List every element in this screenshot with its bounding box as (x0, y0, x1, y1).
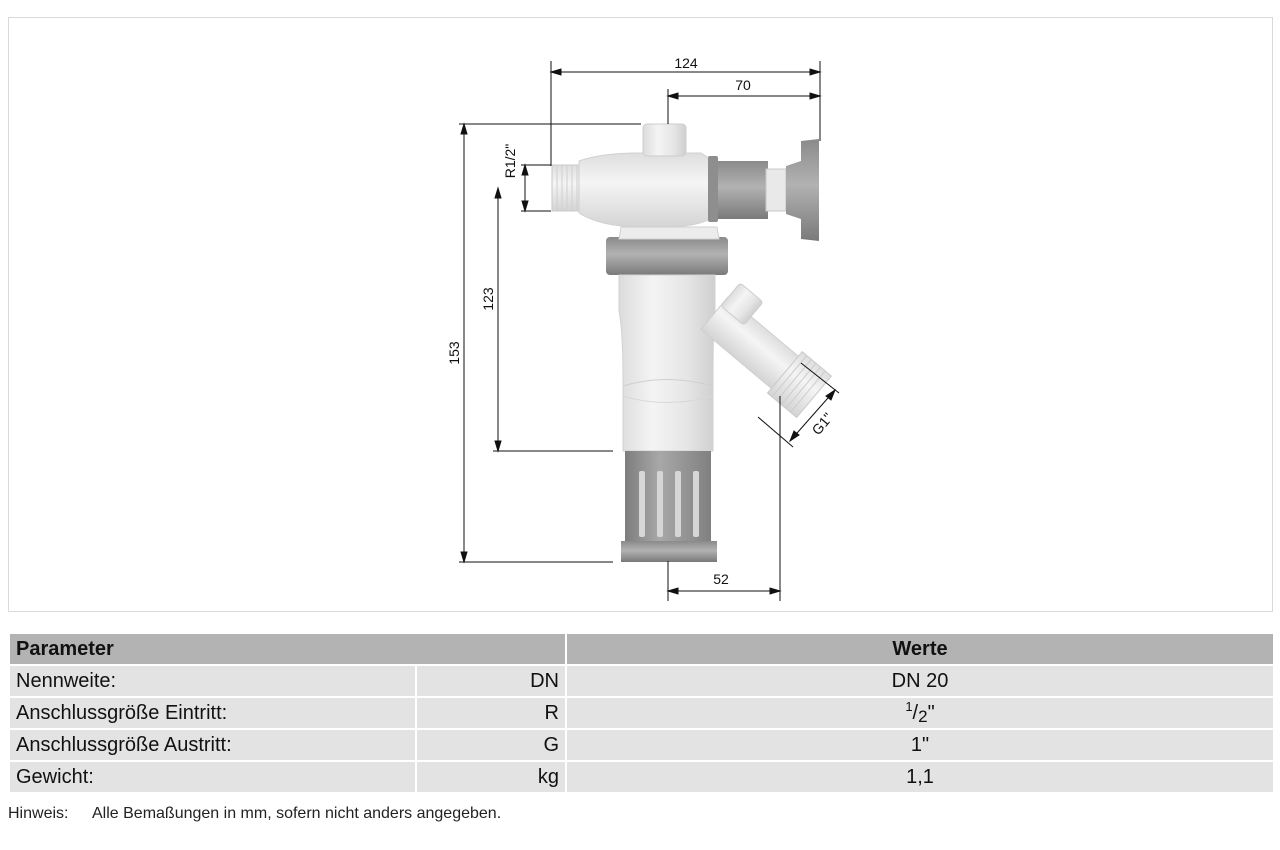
row-value: 1,1 (565, 760, 1275, 794)
dim-handle-width: 70 (735, 77, 751, 93)
dim-overall-width: 124 (674, 55, 698, 71)
row-value: 1" (565, 728, 1275, 762)
table-row: Gewicht: kg 1,1 (8, 760, 1275, 794)
footnote-text: Alle Bemaßungen in mm, sofern nicht ande… (92, 805, 502, 822)
header-parameter: Parameter (8, 632, 567, 666)
dimension-lines (459, 61, 840, 601)
fraction-suffix: " (927, 702, 935, 724)
row-unit: R (415, 696, 567, 730)
valve-body (551, 123, 833, 562)
dim-inlet-thread: R1/2" (502, 144, 518, 179)
row-label: Nennweite: (8, 664, 417, 698)
dim-outlet-offset: 52 (713, 571, 729, 587)
fraction-numerator: 1 (905, 699, 913, 714)
valve-drawing-svg: 124 70 153 123 R1/2" G1" 52 (446, 55, 840, 601)
table-row: Anschlussgröße Austritt: G 1" (8, 728, 1275, 762)
footnote: Hinweis: Alle Bemaßungen in mm, sofern ni… (8, 805, 501, 823)
footnote-label: Hinweis: (8, 805, 69, 822)
fraction-denominator: 2 (918, 707, 928, 726)
row-value: DN 20 (565, 664, 1275, 698)
dim-outlet-thread: G1" (808, 410, 835, 438)
row-label: Anschlussgröße Austritt: (8, 728, 417, 762)
table-header-row: Parameter Werte (8, 632, 1275, 666)
technical-drawing: 124 70 153 123 R1/2" G1" 52 (8, 17, 1273, 612)
row-unit: DN (415, 664, 567, 698)
dim-overall-height: 153 (446, 341, 462, 365)
header-values: Werte (565, 632, 1275, 666)
table-row: Nennweite: DN DN 20 (8, 664, 1275, 698)
row-value: 1/2" (565, 696, 1275, 730)
dim-inlet-to-outlet: 123 (480, 287, 496, 311)
row-unit: kg (415, 760, 567, 794)
table-row: Anschlussgröße Eintritt: R 1/2" (8, 696, 1275, 730)
parameter-table: Parameter Werte Nennweite: DN DN 20 Ansc… (8, 632, 1275, 794)
row-label: Gewicht: (8, 760, 417, 794)
row-label: Anschlussgröße Eintritt: (8, 696, 417, 730)
row-unit: G (415, 728, 567, 762)
